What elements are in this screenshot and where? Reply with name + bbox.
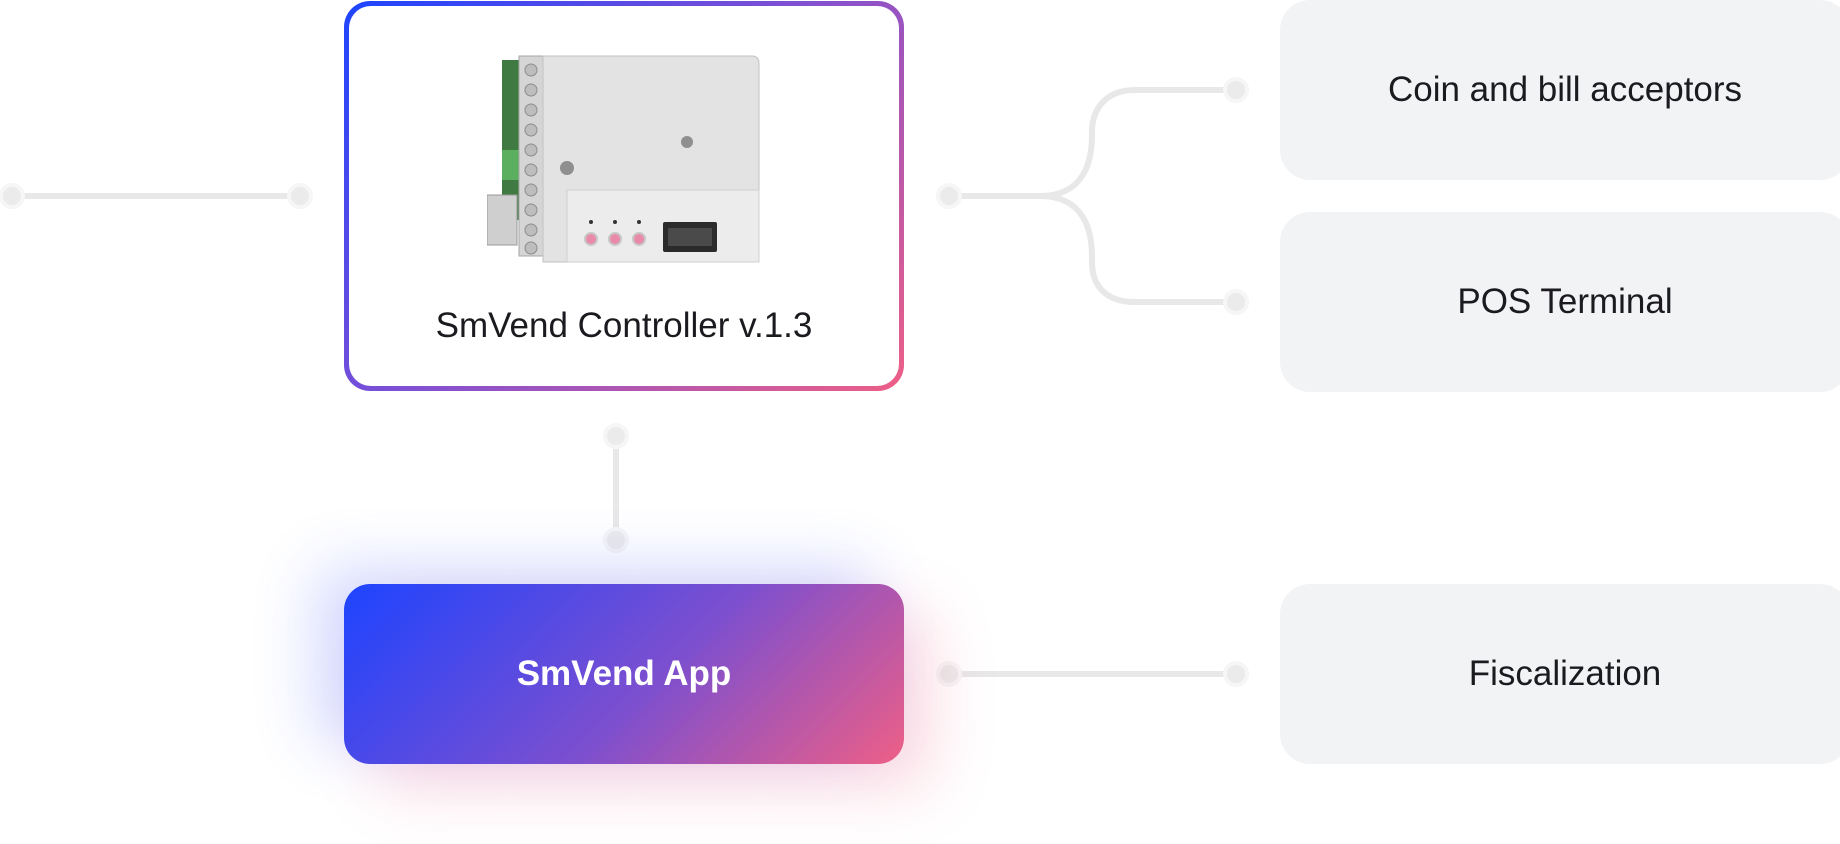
branch-wire bbox=[946, 87, 1239, 305]
node-fiscal bbox=[1223, 661, 1249, 687]
coin-bill-acceptors-label: Coin and bill acceptors bbox=[1387, 70, 1743, 109]
fiscalization-card[interactable]: Fiscalization bbox=[1280, 584, 1840, 764]
controller-device-image bbox=[487, 55, 760, 263]
pos-terminal-label: POS Terminal bbox=[1457, 282, 1673, 321]
controller-card: SmVend Controller v.1.3 bbox=[344, 1, 904, 391]
node-coin bbox=[1223, 77, 1249, 103]
node-controller-right bbox=[936, 183, 962, 209]
node-app-right bbox=[936, 661, 962, 687]
node-app-top bbox=[603, 527, 629, 553]
fiscalization-label: Fiscalization bbox=[1468, 654, 1662, 693]
controller-card-inner: SmVend Controller v.1.3 bbox=[349, 6, 899, 386]
node-left-end bbox=[287, 183, 313, 209]
node-left-start bbox=[0, 183, 25, 209]
node-pos bbox=[1223, 289, 1249, 315]
controller-title: SmVend Controller v.1.3 bbox=[435, 306, 813, 345]
pos-terminal-card[interactable]: POS Terminal bbox=[1280, 212, 1840, 392]
app-title: SmVend App bbox=[516, 654, 732, 693]
node-controller-bottom bbox=[603, 423, 629, 449]
coin-bill-acceptors-card[interactable]: Coin and bill acceptors bbox=[1280, 0, 1840, 180]
smvend-app-card[interactable]: SmVend App bbox=[344, 584, 904, 764]
